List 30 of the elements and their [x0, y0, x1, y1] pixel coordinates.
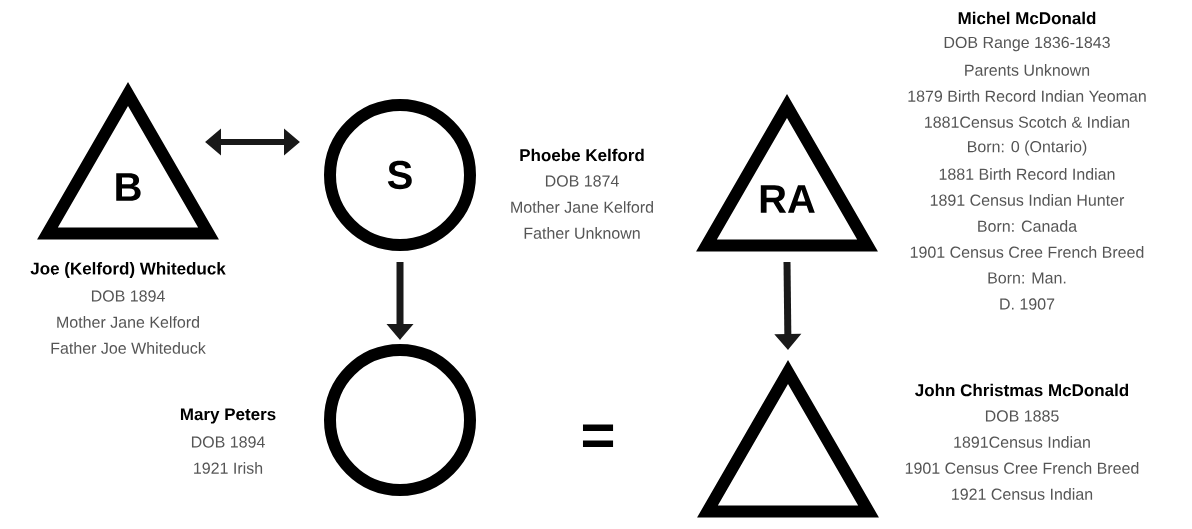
detail-text: Parents Unknown: [965, 64, 1090, 76]
detail-text: Mother Jane Kelford: [57, 316, 199, 328]
detail-text: 1921 Census Indian: [952, 488, 1093, 500]
detail-text: 1901 Census Cree French Breed: [905, 462, 1139, 474]
circle-symbol: [324, 344, 476, 496]
detail-text: Born: Man.: [988, 272, 1066, 284]
detail-text: 1879 Birth Record Indian Yeoman: [908, 90, 1146, 102]
equals-sign: =: [583, 424, 614, 448]
detail-text: 1891Census Indian: [954, 436, 1090, 448]
detail-text: Father Joe Whiteduck: [51, 342, 206, 354]
detail-text: 1921 Irish: [194, 462, 263, 474]
detail-text: DOB Range 1836-1843: [944, 36, 1110, 52]
person-name: John Christmas McDonald: [915, 383, 1129, 397]
detail-text: DOB 1874: [545, 175, 619, 187]
detail-text: 1881Census Scotch & Indian: [925, 116, 1130, 128]
detail-text: Born: Canada: [978, 220, 1078, 232]
detail-text: DOB 1894: [91, 290, 165, 302]
person-name: Michel McDonald: [958, 11, 1096, 25]
detail-text: Born: 0 (Ontario): [968, 140, 1087, 156]
detail-text: DOB 1885: [985, 410, 1059, 422]
detail-text: Father Unknown: [524, 227, 640, 239]
person-name: Mary Peters: [180, 408, 276, 424]
person-name: Joe (Kelford) Whiteduck: [30, 262, 226, 278]
detail-text: D. 1907: [1000, 298, 1055, 310]
detail-text: 1881 Birth Record Indian: [939, 168, 1115, 180]
detail-text: 1901 Census Cree French Breed: [910, 246, 1144, 258]
detail-text: DOB 1894: [191, 436, 265, 448]
person-name: Phoebe Kelford: [520, 148, 644, 162]
detail-text: 1891 Census Indian Hunter: [930, 194, 1125, 206]
detail-text: Mother Jane Kelford: [511, 201, 653, 213]
